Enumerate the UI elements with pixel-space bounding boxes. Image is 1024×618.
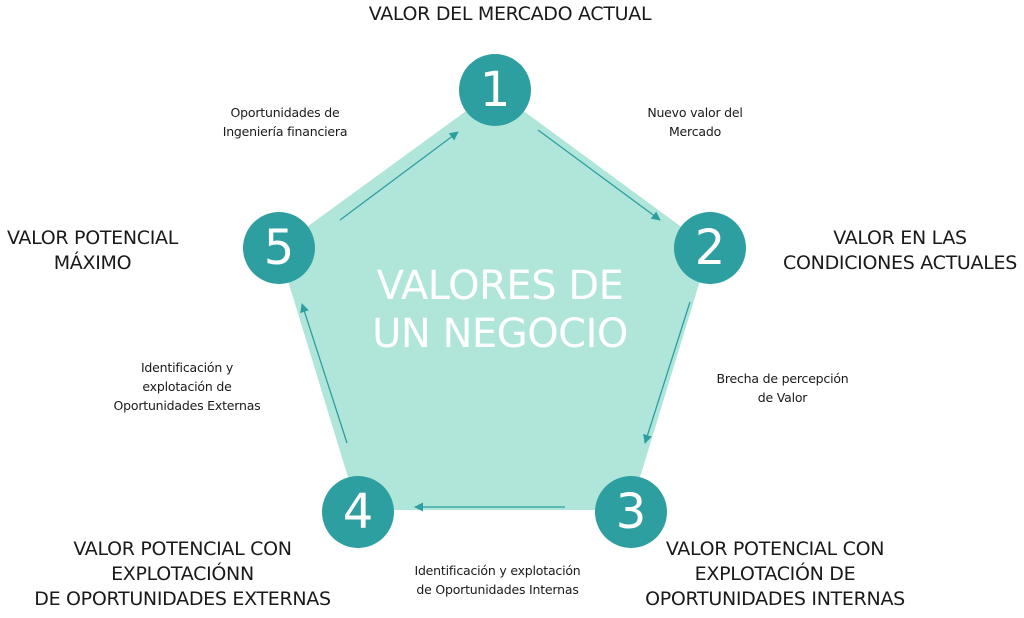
- edge-5-1-label: Oportunidades de Ingeniería financiera: [222, 105, 348, 139]
- node-2: 2: [674, 212, 746, 284]
- diagram-title: VALORES DE UN NEGOCIO: [372, 263, 628, 357]
- node-3-label: VALOR POTENCIAL CON EXPLOTACIÓN DE OPORT…: [645, 538, 905, 610]
- pentagon-shape: [278, 90, 710, 510]
- node-3: 3: [595, 476, 667, 548]
- node-5-label: VALOR POTENCIAL MÁXIMO: [6, 227, 179, 274]
- edge-3-4-label: Identificación y explotación de Oportuni…: [414, 563, 581, 597]
- arrow-1-to-2: [537, 129, 661, 221]
- arrow-4-to-5: [300, 303, 348, 444]
- arrow-2-to-3: [643, 301, 691, 444]
- edge-4-5-label: Identificación y explotación de Oportuni…: [113, 360, 261, 413]
- node-4: 4: [322, 476, 394, 548]
- edge-1-2-label: Nuevo valor del Mercado: [647, 105, 743, 139]
- edge-2-3-label: Brecha de percepción de Valor: [716, 371, 849, 405]
- node-1: 1: [459, 54, 531, 126]
- node-1-label: VALOR DEL MERCADO ACTUAL: [368, 3, 652, 25]
- arrow-5-to-1: [339, 131, 459, 221]
- node-5: 5: [243, 212, 315, 284]
- node-4-label: VALOR POTENCIAL CON EXPLOTACIÓNN DE OPOR…: [34, 538, 331, 610]
- node-2-label: VALOR EN LAS CONDICIONES ACTUALES: [783, 227, 1017, 274]
